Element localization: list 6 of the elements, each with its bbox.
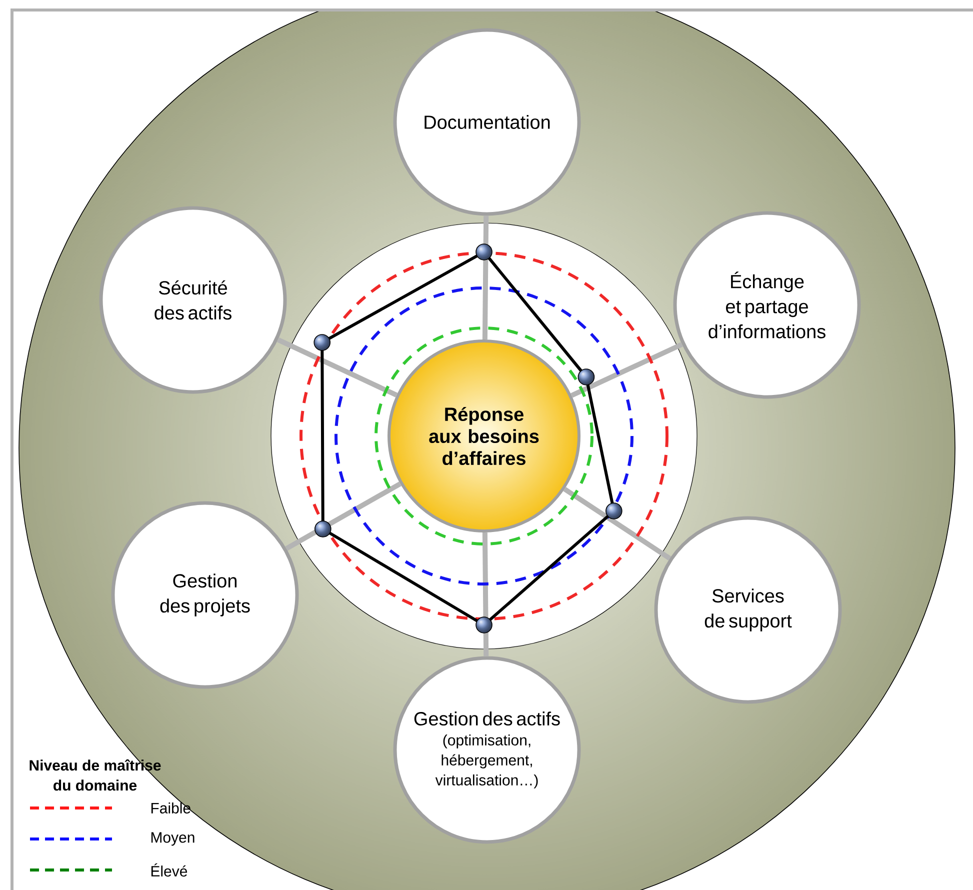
spoke-line [276, 337, 398, 398]
spoke-line [563, 487, 672, 560]
legend-label: Élevé [151, 863, 188, 877]
legend-label: Moyen [151, 832, 194, 846]
spoke-line [570, 342, 683, 398]
spoke-line [285, 482, 402, 551]
